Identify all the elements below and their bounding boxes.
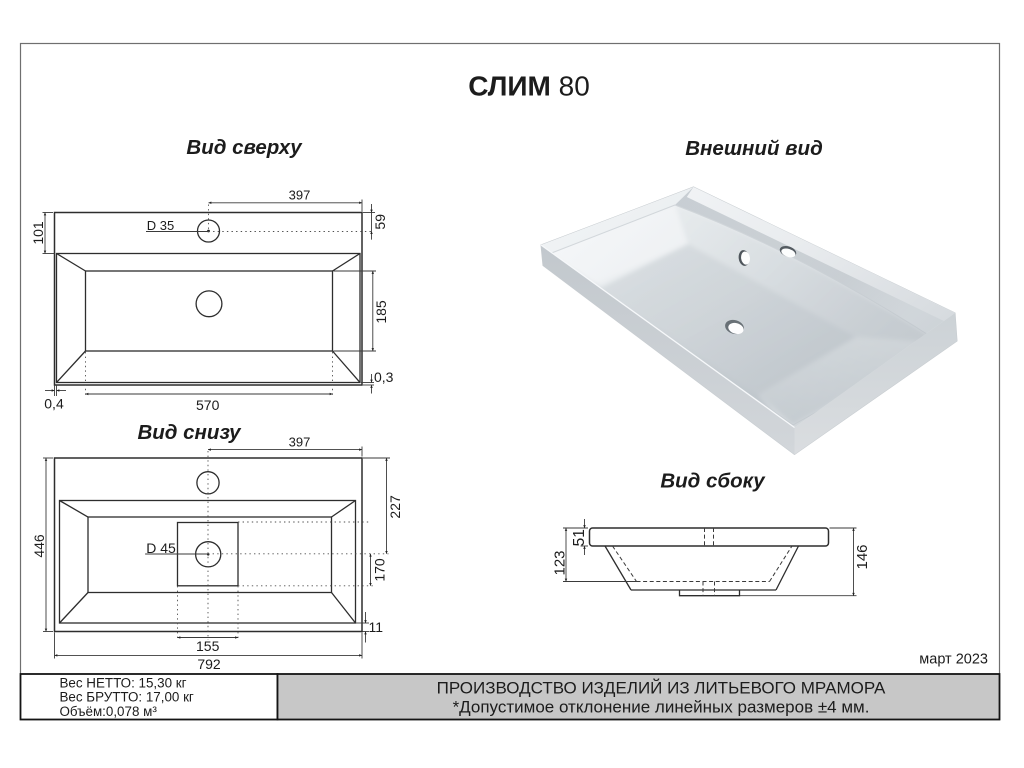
svg-text:227: 227 (387, 495, 403, 519)
svg-text:101: 101 (30, 221, 46, 245)
svg-text:март 2023: март 2023 (919, 652, 988, 668)
svg-text:Объём:0,078 м³: Объём:0,078 м³ (60, 704, 158, 719)
svg-text:D 35: D 35 (147, 218, 174, 233)
svg-text:146: 146 (854, 544, 871, 569)
svg-text:Внешний вид: Внешний вид (685, 137, 823, 160)
svg-text:59: 59 (372, 214, 388, 230)
svg-text:Вид сверху: Вид сверху (186, 136, 303, 159)
svg-text:170: 170 (372, 558, 388, 582)
svg-text:11: 11 (369, 619, 384, 635)
svg-text:185: 185 (373, 300, 389, 324)
svg-text:446: 446 (31, 534, 47, 558)
svg-text:155: 155 (196, 638, 220, 654)
svg-text:397: 397 (289, 434, 311, 449)
svg-text:Вес НЕТТО: 15,30 кг: Вес НЕТТО: 15,30 кг (60, 676, 187, 691)
svg-text:0,4: 0,4 (44, 396, 64, 412)
svg-text:0,3: 0,3 (374, 369, 394, 385)
svg-text:570: 570 (196, 397, 220, 413)
svg-text:792: 792 (197, 656, 221, 672)
svg-text:D 45: D 45 (146, 540, 176, 556)
svg-text:Вес БРУТТО: 17,00 кг: Вес БРУТТО: 17,00 кг (60, 690, 194, 705)
svg-text:Вид снизу: Вид снизу (137, 421, 242, 444)
svg-text:СЛИМ 80: СЛИМ 80 (468, 71, 590, 102)
svg-text:51: 51 (571, 529, 588, 546)
svg-text:397: 397 (289, 188, 311, 203)
svg-text:Вид сбоку: Вид сбоку (660, 469, 766, 492)
svg-text:ПРОИЗВОДСТВО ИЗДЕЛИЙ ИЗ ЛИТЬЕВ: ПРОИЗВОДСТВО ИЗДЕЛИЙ ИЗ ЛИТЬЕВОГО МРАМОР… (437, 679, 886, 698)
svg-text:*Допустимое отклонение линейны: *Допустимое отклонение линейных размеров… (453, 698, 870, 717)
svg-text:123: 123 (552, 550, 569, 575)
